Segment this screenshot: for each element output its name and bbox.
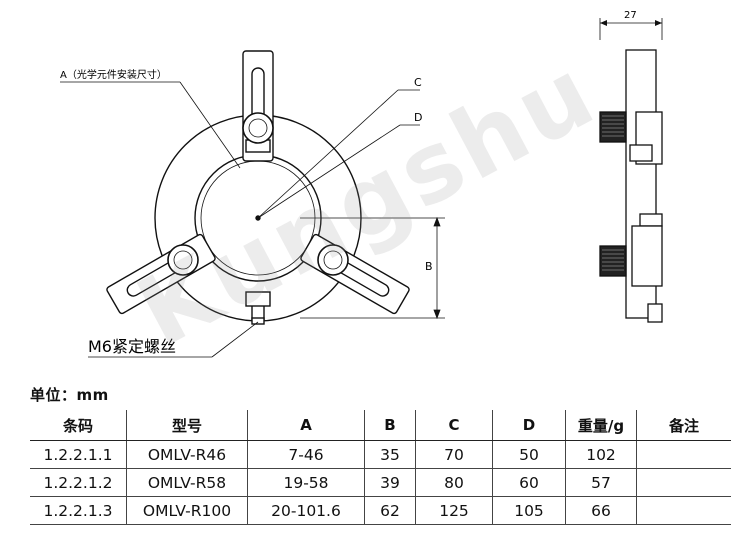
- header-c: C: [415, 410, 493, 441]
- cell-weight: 102: [565, 440, 637, 469]
- knob-left: [167, 244, 199, 276]
- header-d: D: [492, 410, 566, 441]
- label-d: D: [414, 111, 422, 124]
- side-knob-top: [599, 111, 627, 143]
- header-barcode: 条码: [30, 410, 127, 441]
- cell-a: 20-101.6: [247, 496, 365, 525]
- leader-lines: [60, 81, 445, 358]
- header-notes: 备注: [636, 410, 731, 441]
- header-weight: 重量/g: [565, 410, 637, 441]
- arm-top: [242, 50, 274, 162]
- label-c: C: [414, 76, 422, 89]
- cell-d: 50: [492, 440, 566, 469]
- cell-b: 35: [364, 440, 416, 469]
- cell-barcode: 1.2.2.1.2: [30, 468, 127, 497]
- label-side-width: 27: [624, 10, 637, 21]
- cell-model: OMLV-R46: [126, 440, 248, 469]
- table-row: 1.2.2.1.1 OMLV-R46 7-46 35 70 50 102: [30, 440, 731, 469]
- cell-b: 62: [364, 496, 416, 525]
- label-screw: M6紧定螺丝: [88, 337, 176, 356]
- cell-model: OMLV-R100: [126, 496, 248, 525]
- side-view: [599, 18, 663, 323]
- knob-right: [317, 244, 349, 276]
- cell-notes: [636, 496, 731, 525]
- table-row: 1.2.2.1.3 OMLV-R100 20-101.6 62 125 105 …: [30, 496, 731, 525]
- cell-c: 70: [415, 440, 493, 469]
- cell-barcode: 1.2.2.1.3: [30, 496, 127, 525]
- cell-d: 105: [492, 496, 566, 525]
- label-b: B: [425, 260, 433, 273]
- cell-b: 39: [364, 468, 416, 497]
- cell-barcode: 1.2.2.1.1: [30, 440, 127, 469]
- header-model: 型号: [126, 410, 248, 441]
- cell-notes: [636, 440, 731, 469]
- cell-weight: 57: [565, 468, 637, 497]
- table-header-row: 条码 型号 A B C D 重量/g 备注: [30, 410, 731, 441]
- cell-d: 60: [492, 468, 566, 497]
- header-a: A: [247, 410, 365, 441]
- cell-weight: 66: [565, 496, 637, 525]
- table-row: 1.2.2.1.2 OMLV-R58 19-58 39 80 60 57: [30, 468, 731, 497]
- front-view: [106, 50, 410, 325]
- unit-label: 单位：mm: [30, 386, 109, 404]
- header-b: B: [364, 410, 416, 441]
- cell-a: 7-46: [247, 440, 365, 469]
- technical-drawing: A（光学元件安装尺寸） C D B M6紧定螺丝: [60, 10, 663, 358]
- cell-model: OMLV-R58: [126, 468, 248, 497]
- label-a: A（光学元件安装尺寸）: [60, 68, 167, 81]
- side-knob-bottom: [599, 245, 627, 277]
- cell-a: 19-58: [247, 468, 365, 497]
- cell-notes: [636, 468, 731, 497]
- cell-c: 125: [415, 496, 493, 525]
- bottom-tab: [245, 291, 271, 307]
- cell-c: 80: [415, 468, 493, 497]
- spec-table: 条码 型号 A B C D 重量/g 备注 1.2.2.1.1 OMLV-R46…: [30, 410, 731, 525]
- knob-top: [242, 112, 274, 144]
